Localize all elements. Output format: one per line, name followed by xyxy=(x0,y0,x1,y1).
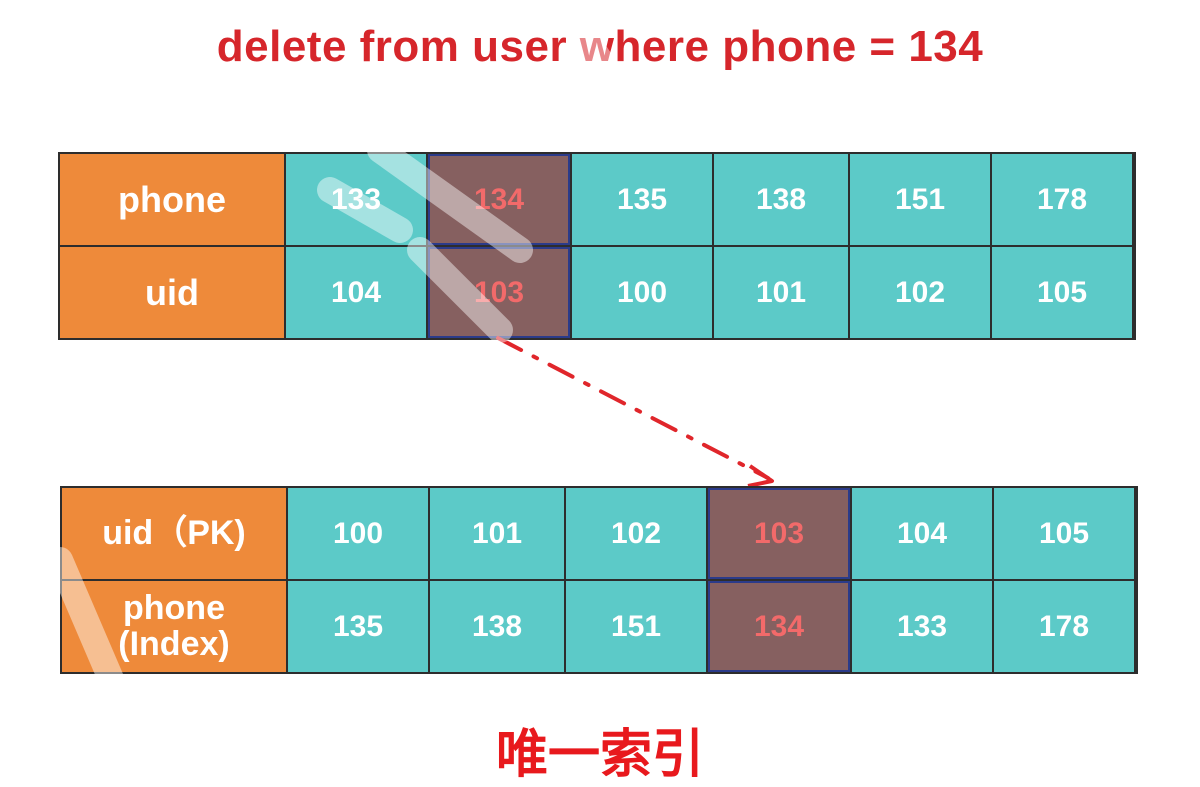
row-header-phone-index-label: phone (Index) xyxy=(118,588,230,663)
uid-cell: 102 xyxy=(850,247,990,338)
row-header-uid-pk: uid（PK) xyxy=(62,488,286,579)
primary-key-table: uid（PK) 100 101 102 103 104 105 phone (I… xyxy=(60,486,1138,674)
phone-cell: 178 xyxy=(992,154,1132,245)
uid-pk-cell: 100 xyxy=(288,488,428,579)
phone-index-cell: 151 xyxy=(566,581,706,672)
uid-cell-highlighted: 103 xyxy=(428,247,570,338)
phone-cell: 135 xyxy=(572,154,712,245)
phone-index-cell: 138 xyxy=(430,581,564,672)
footer-label: 唯一索引 xyxy=(495,725,704,785)
row-header-phone: phone xyxy=(60,154,284,245)
uid-pk-cell: 101 xyxy=(430,488,564,579)
phone-index-cell: 135 xyxy=(288,581,428,672)
uid-pk-cell: 104 xyxy=(852,488,992,579)
uid-pk-cell-highlighted: 103 xyxy=(708,488,850,579)
statement-title: delete from user where phone = 134 xyxy=(216,22,984,71)
uid-cell: 100 xyxy=(572,247,712,338)
phone-cell: 138 xyxy=(714,154,848,245)
phone-index-cell: 133 xyxy=(852,581,992,672)
uid-cell: 105 xyxy=(992,247,1132,338)
uid-cell: 101 xyxy=(714,247,848,338)
phone-index-cell-highlighted: 134 xyxy=(708,581,850,672)
uid-pk-cell: 102 xyxy=(566,488,706,579)
phone-index-cell: 178 xyxy=(994,581,1134,672)
row-header-phone-index: phone (Index) xyxy=(62,581,286,672)
row-header-uid: uid xyxy=(60,247,284,338)
uid-cell: 104 xyxy=(286,247,426,338)
phone-cell: 151 xyxy=(850,154,990,245)
uid-pk-cell: 105 xyxy=(994,488,1134,579)
secondary-index-table: phone 133 134 135 138 151 178 uid 104 10… xyxy=(58,152,1136,340)
phone-cell: 133 xyxy=(286,154,426,245)
phone-cell-highlighted: 134 xyxy=(428,154,570,245)
